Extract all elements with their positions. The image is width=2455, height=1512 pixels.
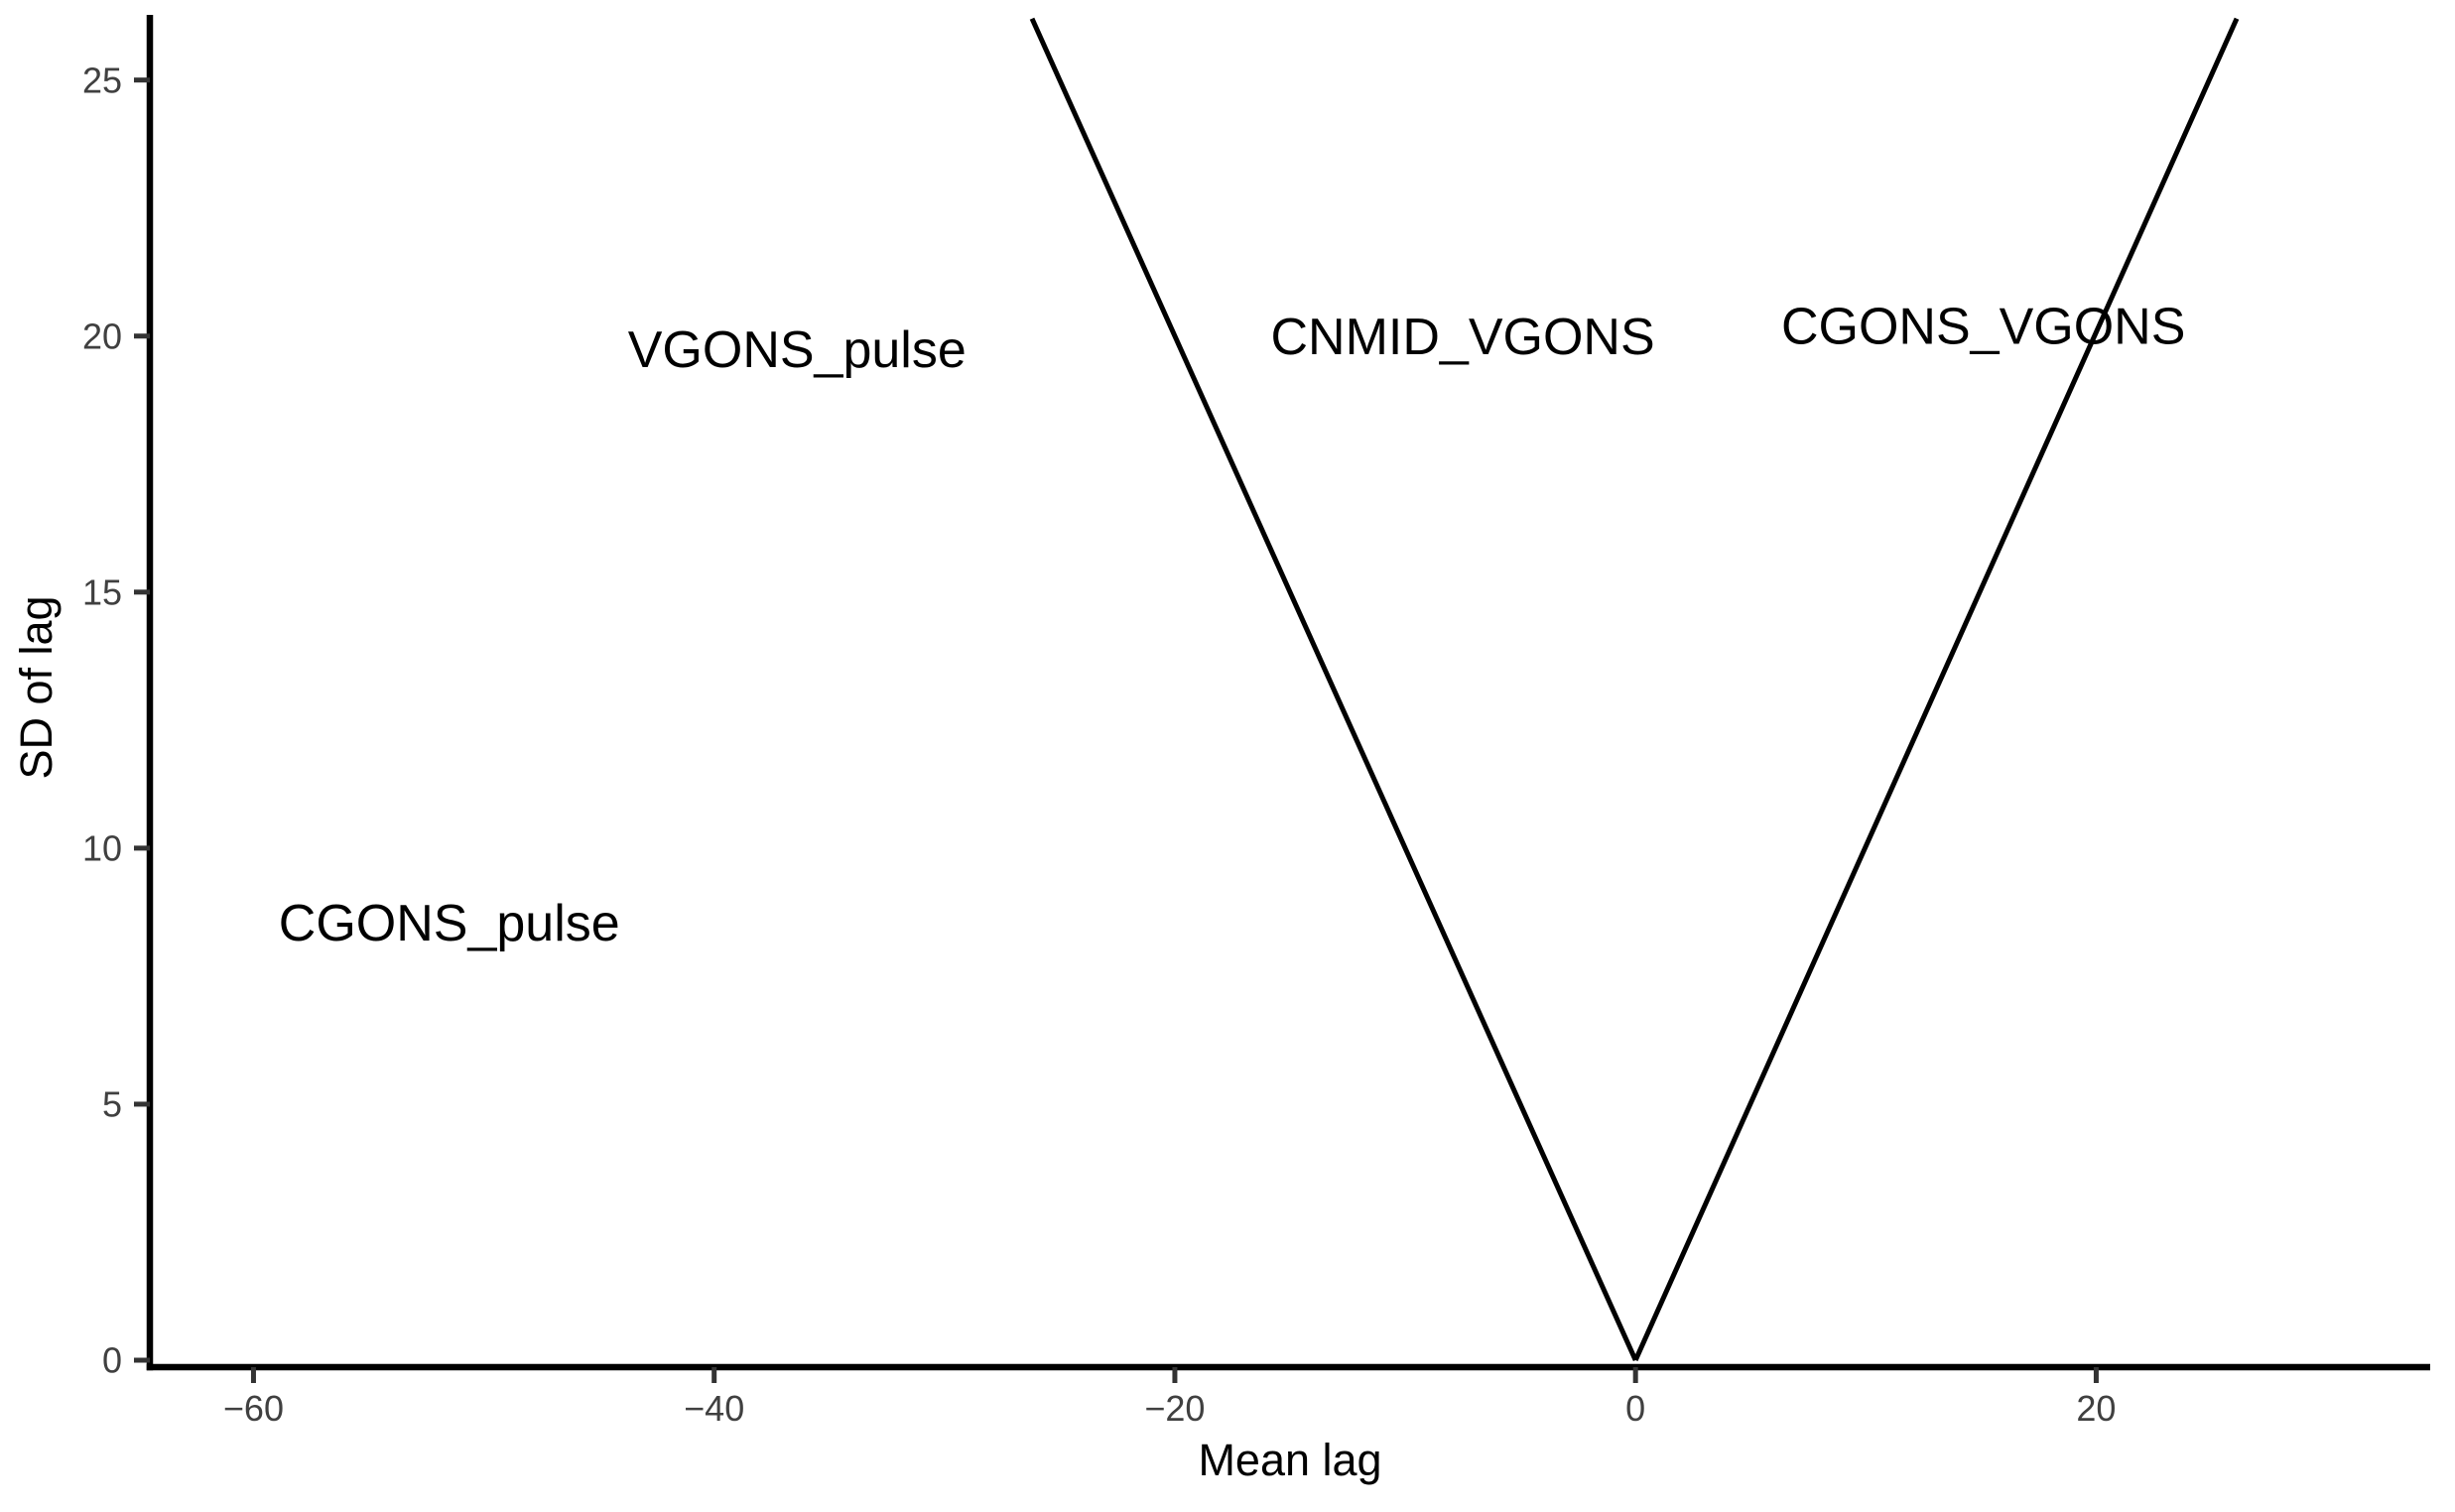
annotation-label: CGONS_pulse [279,895,620,952]
annotation-label: VGONS_pulse [628,321,967,379]
annotation-label: CNMID_VGONS [1271,309,1655,366]
y-tick-label: 25 [82,60,122,100]
x-tick-label: 20 [2076,1388,2116,1429]
left-boundary-line [1029,17,1638,1362]
y-tick-label: 15 [82,571,122,612]
y-axis-title: SD of lag [11,595,62,779]
x-tick-label: 0 [1625,1388,1645,1429]
annotation-label: CGONS_VGONS [1781,299,2185,356]
x-axis-title: Mean lag [1198,1435,1381,1485]
x-tick-label: −20 [1144,1388,1205,1429]
x-tick-label: −40 [684,1388,744,1429]
y-tick-label: 5 [102,1084,122,1125]
y-tick-label: 20 [82,315,122,356]
right-boundary-line [1632,17,2240,1362]
y-tick-label: 10 [82,827,122,868]
y-tick-label: 0 [102,1340,122,1381]
x-tick-label: −60 [223,1388,284,1429]
